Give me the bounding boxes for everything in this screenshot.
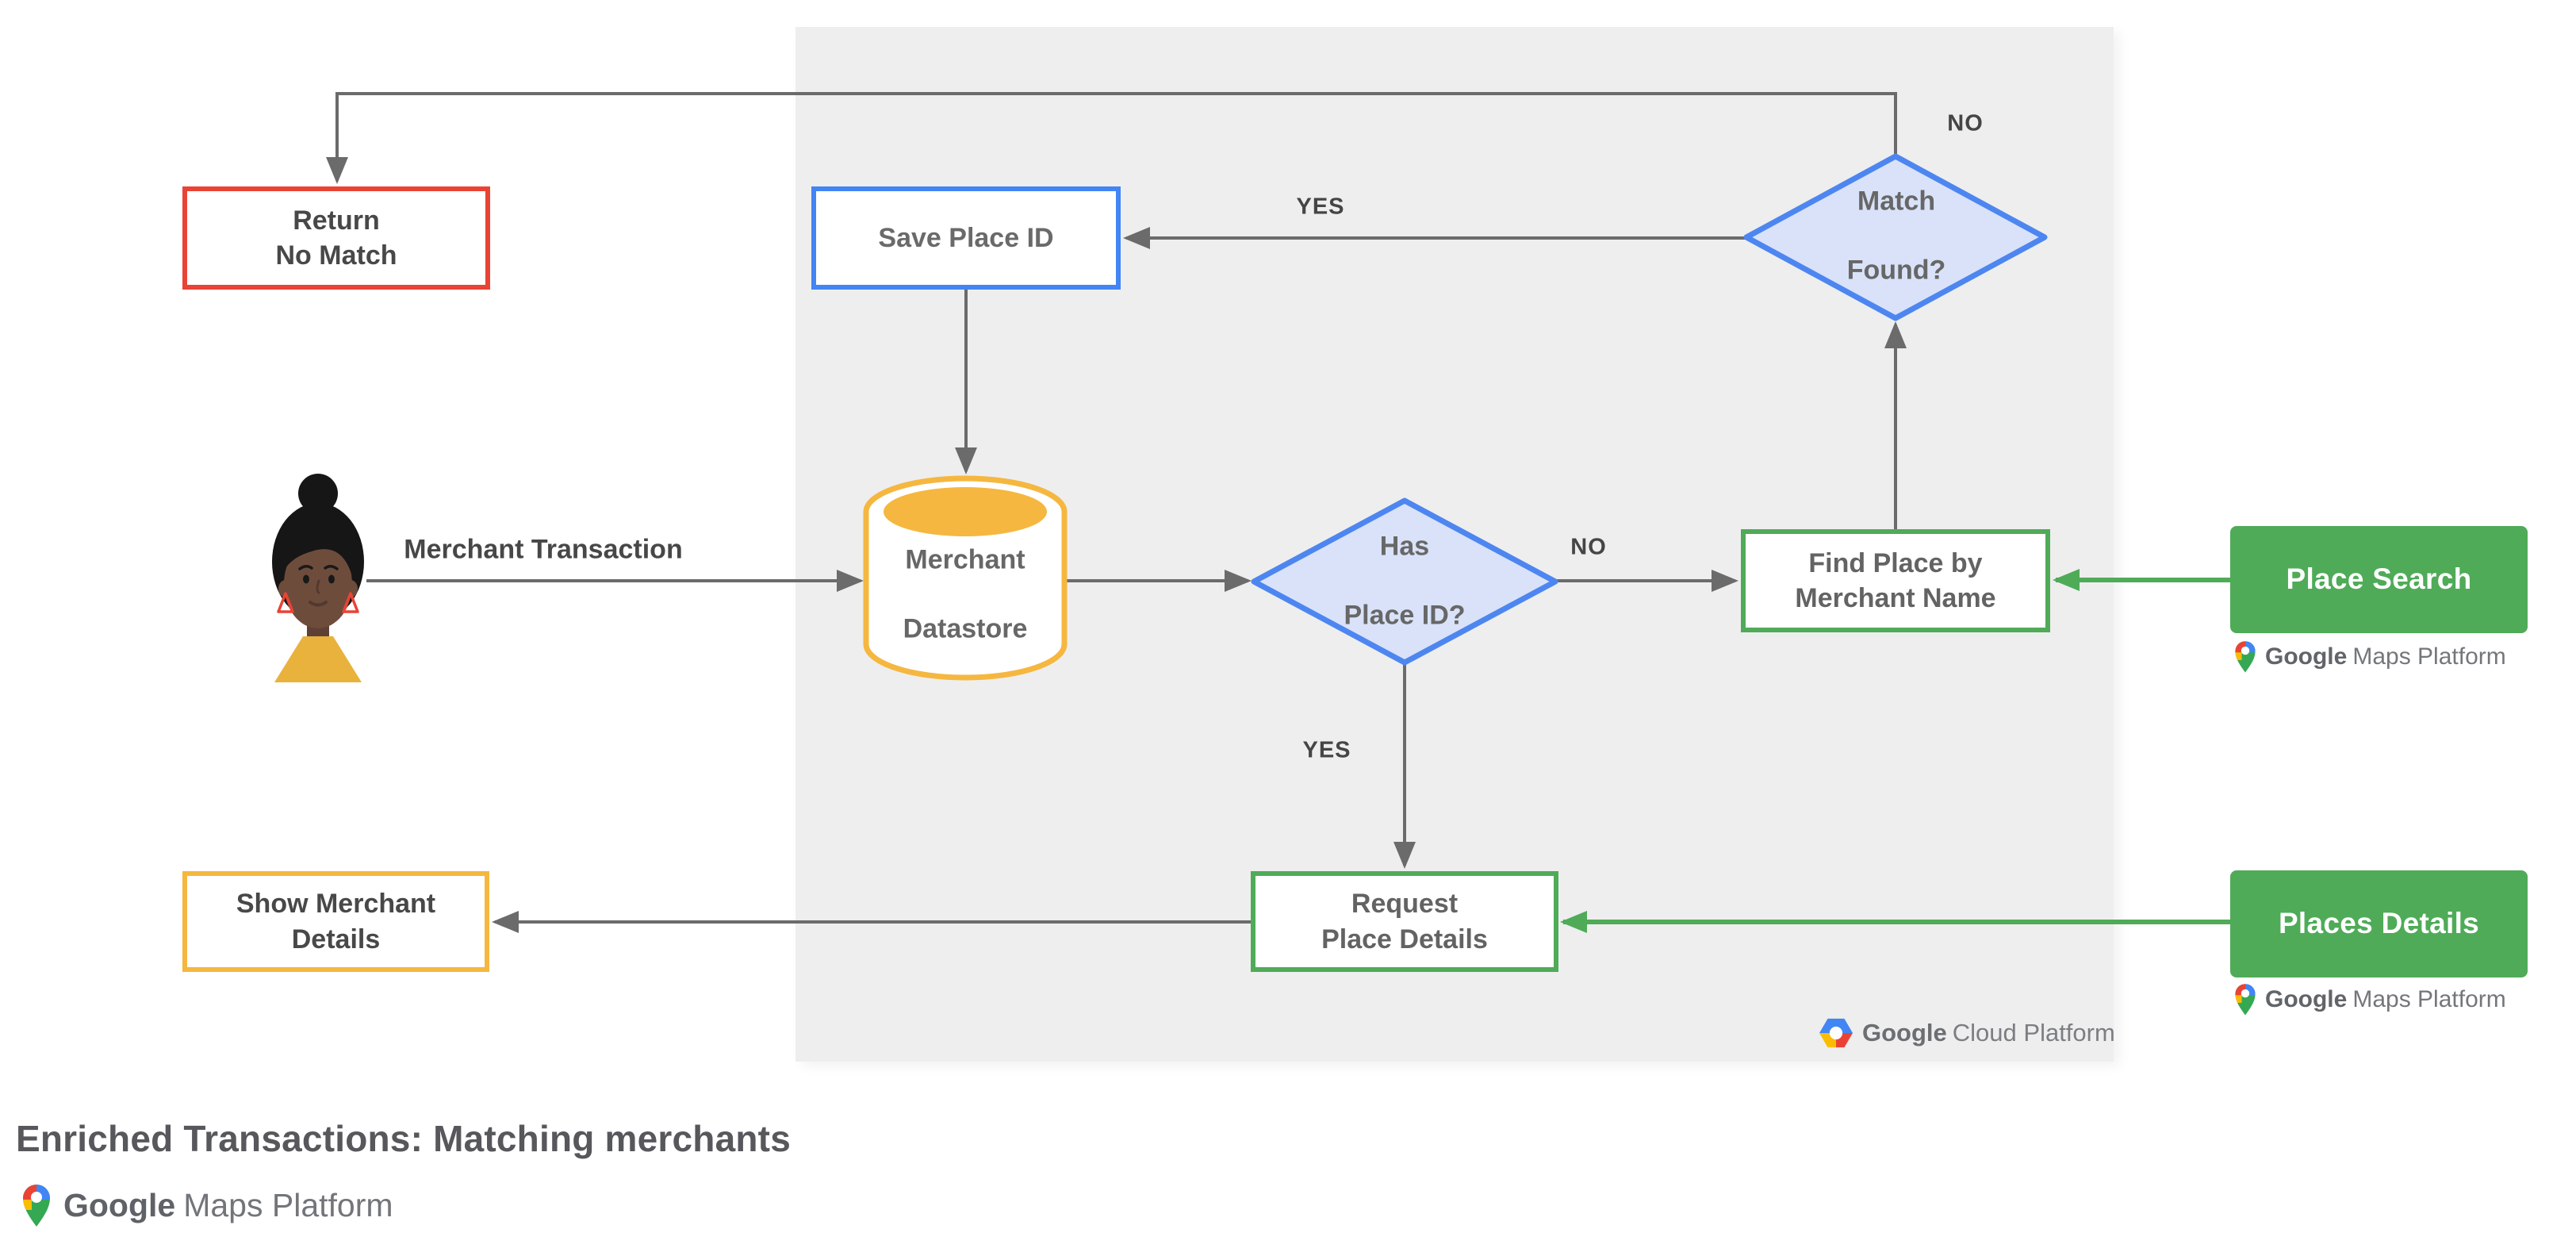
edge-matchfound-no-to-return — [326, 92, 1897, 184]
save-place-id-label: Save Place ID — [878, 222, 1054, 253]
match-found-no-label: NO — [1947, 110, 1984, 136]
request-place-details-line1: Request — [1351, 889, 1459, 920]
has-place-id-diamond — [1251, 497, 1558, 666]
maps-platform-logo-places-details: Google Maps Platform — [2233, 982, 2506, 1016]
request-place-details-line2: Place Details — [1321, 924, 1488, 954]
merchant-transaction-label: Merchant Transaction — [404, 534, 683, 565]
gcp-brand-text: Google — [1862, 1019, 1947, 1047]
places-details-label: Places Details — [2278, 907, 2480, 940]
user-avatar — [272, 474, 364, 682]
diagram-title: Enriched Transactions: Matching merchant… — [16, 1118, 791, 1159]
merchant-datastore-label: Merchant Datastore — [903, 544, 1028, 644]
save-place-id-box: Save Place ID — [811, 186, 1121, 290]
match-found-diamond — [1743, 153, 2048, 321]
gcp-product-text: Cloud Platform — [1952, 1019, 2115, 1047]
google-cloud-platform-logo: Google Cloud Platform — [1819, 1018, 2115, 1048]
show-merchant-details-line1: Show Merchant — [236, 889, 436, 920]
gmp-brand-text: Google — [2265, 643, 2348, 670]
return-no-match-line1: Return — [293, 205, 380, 236]
maps-pin-icon — [2235, 641, 2256, 673]
has-place-id-yes-label: YES — [1302, 737, 1351, 763]
place-search-api-box: Place Search — [2230, 526, 2528, 633]
maps-pin-icon — [2235, 984, 2256, 1016]
merchant-datastore-cylinder — [863, 475, 1068, 681]
find-place-box: Find Place by Merchant Name — [1741, 529, 2050, 632]
return-no-match-box: Return No Match — [182, 186, 490, 290]
gcp-hexagon-icon — [1819, 1018, 1853, 1048]
places-details-api-box: Places Details — [2230, 870, 2528, 977]
match-found-yes-label: YES — [1296, 194, 1345, 220]
maps-platform-logo-place-search: Google Maps Platform — [2233, 639, 2506, 674]
gmp-brand-text: Google — [2265, 985, 2348, 1012]
request-place-details-box: Request Place Details — [1251, 871, 1558, 972]
gmp-product-text: Maps Platform — [2352, 643, 2506, 670]
find-place-line1: Find Place by — [1808, 547, 1983, 578]
show-merchant-details-line2: Details — [291, 924, 381, 954]
has-place-id-label: Has Place ID? — [1344, 531, 1466, 631]
match-found-label: Match Found? — [1846, 186, 1946, 286]
maps-platform-logo-footer: Google Maps Platform — [21, 1182, 393, 1228]
gmp-product-text: Maps Platform — [183, 1186, 393, 1223]
has-place-id-no-label: NO — [1570, 534, 1607, 560]
show-merchant-details-box: Show Merchant Details — [182, 871, 489, 972]
find-place-line2: Merchant Name — [1795, 583, 1996, 613]
place-search-label: Place Search — [2286, 563, 2472, 596]
maps-pin-icon — [22, 1184, 50, 1227]
gmp-brand-text: Google — [63, 1186, 176, 1223]
return-no-match-line2: No Match — [275, 240, 397, 271]
gmp-product-text: Maps Platform — [2352, 985, 2506, 1012]
